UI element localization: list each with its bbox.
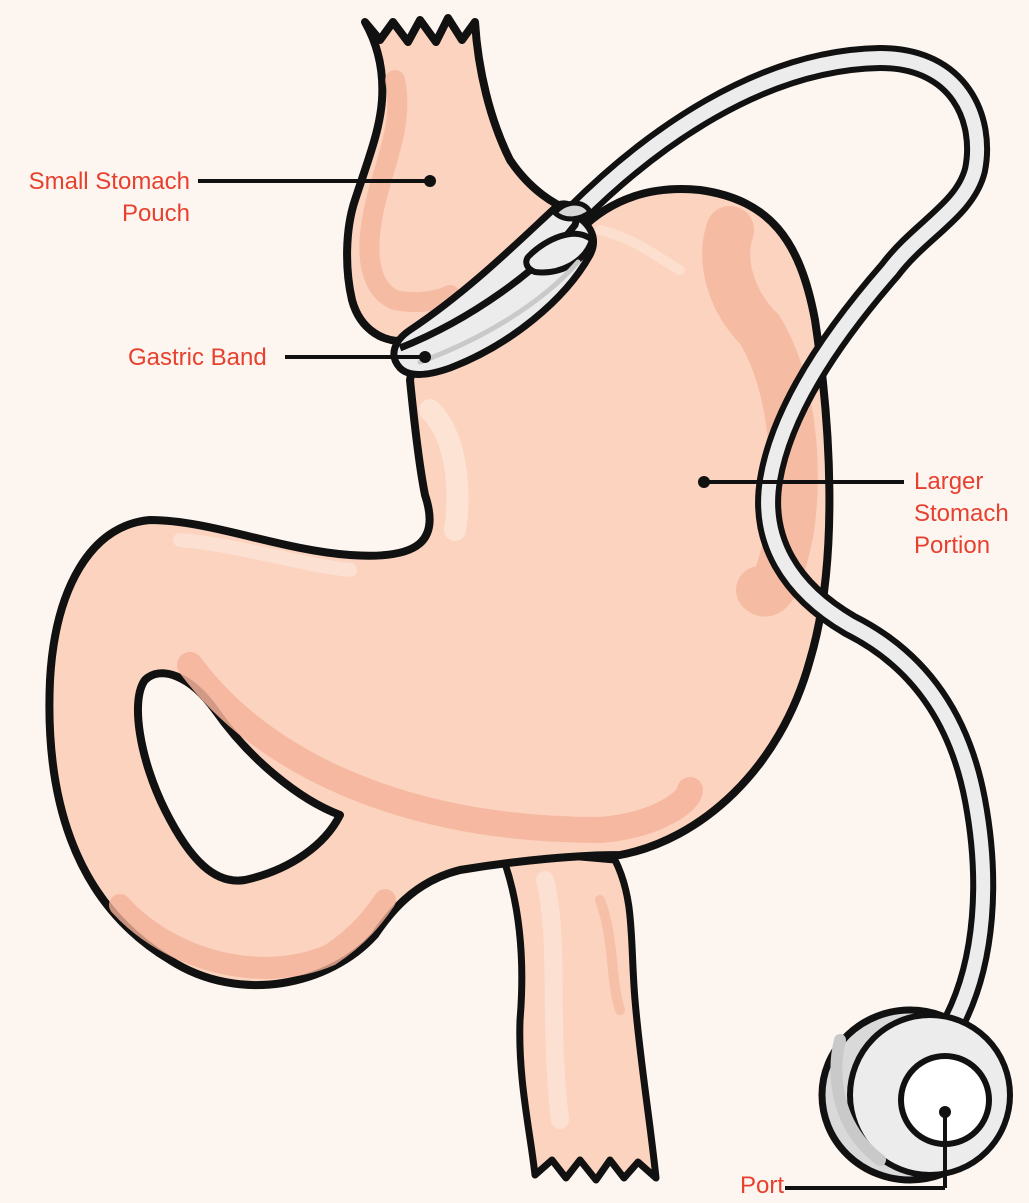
leader-dot-band (419, 351, 431, 363)
leader-dot-port (939, 1106, 951, 1118)
label-larger-line-2: Stomach (914, 498, 1009, 530)
label-small-stomach-pouch: Small Stomach Pouch (10, 166, 190, 230)
label-pouch-line-2: Pouch (10, 198, 190, 230)
label-pouch-line-1: Small Stomach (10, 166, 190, 198)
access-port-icon (822, 1010, 1010, 1180)
duodenum (500, 850, 656, 1180)
leader-dot-pouch (424, 175, 436, 187)
label-port: Port (740, 1170, 784, 1202)
label-larger-line-3: Portion (914, 530, 1009, 562)
label-larger-stomach-portion: Larger Stomach Portion (914, 466, 1009, 562)
label-larger-line-1: Larger (914, 466, 1009, 498)
label-gastric-band: Gastric Band (128, 342, 267, 374)
leader-dot-larger (698, 476, 710, 488)
